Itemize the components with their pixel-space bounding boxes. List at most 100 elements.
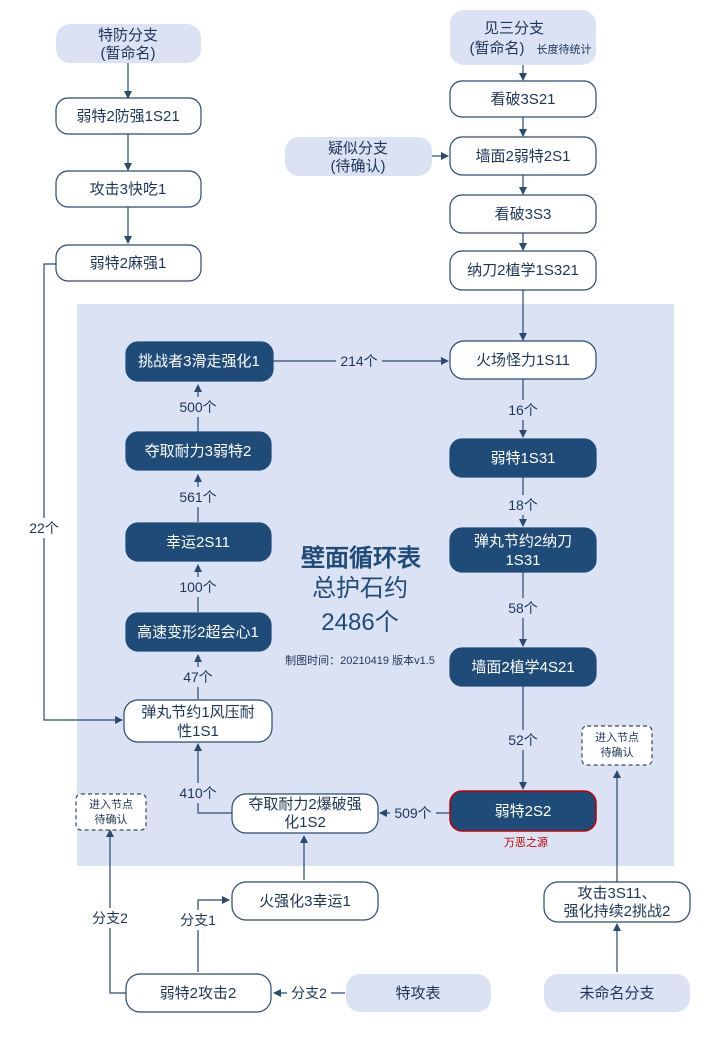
edge-label-509: 509个 xyxy=(390,803,436,823)
svg-text:弱特2S2: 弱特2S2 xyxy=(495,803,552,820)
svg-text:强化持续2挑战2: 强化持续2挑战2 xyxy=(564,903,671,920)
svg-text:100个: 100个 xyxy=(179,579,216,595)
edge-label-561: 561个 xyxy=(175,487,221,507)
node-duoqu2-baopo[interactable]: 夺取耐力2爆破强 化1S2 xyxy=(231,793,379,834)
svg-text:特攻表: 特攻表 xyxy=(395,985,440,1002)
svg-text:幸运2S11: 幸运2S11 xyxy=(166,534,230,551)
node-gongji3-s11[interactable]: 攻击3S11、 强化持续2挑战2 xyxy=(543,881,691,923)
panel-total: 2486个 xyxy=(321,609,398,636)
svg-text:500个: 500个 xyxy=(179,399,216,415)
svg-text:561个: 561个 xyxy=(179,489,216,505)
node-huochang[interactable]: 火场怪力1S11 xyxy=(449,340,597,380)
svg-text:性1S1: 性1S1 xyxy=(177,723,219,740)
svg-text:1S31: 1S31 xyxy=(505,552,540,569)
svg-text:进入节点: 进入节点 xyxy=(595,731,639,744)
edge-label-branch1: 分支1 xyxy=(176,910,220,930)
svg-text:见三分支: 见三分支 xyxy=(484,20,544,37)
node-tiaozhan3[interactable]: 挑战者3滑走强化1 xyxy=(125,341,274,382)
svg-text:火场怪力1S11: 火场怪力1S11 xyxy=(476,352,570,369)
node-duoqu3-ruote2[interactable]: 夺取耐力3弱特2 xyxy=(125,431,272,471)
svg-text:弱特2攻击2: 弱特2攻击2 xyxy=(160,985,237,1002)
node-qiangmian2-ruote2[interactable]: 墙面2弱特2S1 xyxy=(449,136,597,176)
node-qiangmian2-zhixue4[interactable]: 墙面2植学4S21 xyxy=(449,647,597,687)
svg-text:214个: 214个 xyxy=(340,353,377,369)
edge-ruote2gongji2-huoqiang xyxy=(197,896,230,972)
edge-label-410: 410个 xyxy=(175,783,221,803)
svg-text:弱特1S31: 弱特1S31 xyxy=(490,450,555,467)
edge-label-100: 100个 xyxy=(175,577,221,597)
node-tefang-branch[interactable]: 特防分支 (暂命名) xyxy=(56,24,201,63)
svg-text:看破3S3: 看破3S3 xyxy=(495,206,552,223)
svg-text:待确认: 待确认 xyxy=(95,812,128,826)
node-kanpo3-s3[interactable]: 看破3S3 xyxy=(449,194,597,234)
svg-text:410个: 410个 xyxy=(179,785,216,801)
svg-text:墙面2弱特2S1: 墙面2弱特2S1 xyxy=(475,148,570,165)
edge-duoqu2-danwan1 xyxy=(194,743,232,814)
svg-text:47个: 47个 xyxy=(183,669,213,685)
svg-text:(暂命名): (暂命名) xyxy=(470,39,525,57)
node-pending-right[interactable]: 进入节点 待确认 xyxy=(581,725,653,766)
edge-maqiang-danwan1 xyxy=(43,263,123,724)
node-danwan1-fengya[interactable]: 弹丸节约1风压耐 性1S1 xyxy=(123,699,273,743)
svg-text:纳刀2植学1S321: 纳刀2植学1S321 xyxy=(467,262,579,279)
node-tegong[interactable]: 特攻表 xyxy=(346,974,491,1012)
svg-text:化1S2: 化1S2 xyxy=(284,814,326,831)
panel-title: 壁面循环表 xyxy=(301,544,422,572)
svg-text:进入节点: 进入节点 xyxy=(89,798,133,811)
svg-text:16个: 16个 xyxy=(508,402,538,418)
svg-text:高速变形2超会心1: 高速变形2超会心1 xyxy=(137,624,259,641)
svg-text:52个: 52个 xyxy=(508,732,538,748)
svg-text:弱特2防强1S21: 弱特2防强1S21 xyxy=(76,108,179,125)
node-weiming[interactable]: 未命名分支 xyxy=(544,974,690,1012)
node-ruote1-s31[interactable]: 弱特1S31 xyxy=(449,438,597,478)
edge-label-47: 47个 xyxy=(178,667,218,687)
svg-text:特防分支: 特防分支 xyxy=(98,27,158,44)
node-yisi-branch[interactable]: 疑似分支 (待确认) xyxy=(285,137,432,176)
svg-text:未命名分支: 未命名分支 xyxy=(579,984,654,1002)
edge-label-branch2-left: 分支2 xyxy=(88,908,132,928)
svg-text:分支2: 分支2 xyxy=(92,910,128,926)
svg-text:挑战者3滑走强化1: 挑战者3滑走强化1 xyxy=(138,353,260,370)
svg-text:夺取耐力3弱特2: 夺取耐力3弱特2 xyxy=(145,443,252,460)
svg-text:看破3S21: 看破3S21 xyxy=(490,91,555,108)
svg-text:墙面2植学4S21: 墙面2植学4S21 xyxy=(471,659,574,676)
edge-label-500: 500个 xyxy=(175,397,221,417)
edge-label-18: 18个 xyxy=(504,495,544,515)
svg-text:58个: 58个 xyxy=(508,600,538,616)
svg-text:(暂命名): (暂命名) xyxy=(101,44,156,62)
svg-text:弹丸节约1风压耐: 弹丸节约1风压耐 xyxy=(141,704,254,721)
node-pending-left[interactable]: 进入节点 待确认 xyxy=(75,793,147,831)
node-huoqiang3-xingyun1[interactable]: 火强化3幸运1 xyxy=(231,881,379,921)
svg-text:(待确认): (待确认) xyxy=(331,158,386,175)
svg-text:攻击3S11、: 攻击3S11、 xyxy=(578,885,657,902)
edge-label-58: 58个 xyxy=(504,598,544,618)
edge-label-16: 16个 xyxy=(504,400,544,420)
node-gaosu2[interactable]: 高速变形2超会心1 xyxy=(125,612,272,652)
node-gongji3-kuaichi1[interactable]: 攻击3快吃1 xyxy=(55,170,202,208)
node-nadao2-zhixue1[interactable]: 纳刀2植学1S321 xyxy=(449,250,597,291)
node-ruote2-s2[interactable]: 弱特2S2 xyxy=(449,790,597,832)
edge-ruote2gongji2-pending xyxy=(106,829,126,994)
edge-label-branch2-bottom: 分支2 xyxy=(287,983,331,1003)
panel-subtitle: 总护石约 xyxy=(312,575,408,602)
svg-text:22个: 22个 xyxy=(29,520,59,536)
svg-text:弹丸节约2纳刀: 弹丸节约2纳刀 xyxy=(474,533,572,550)
svg-text:攻击3快吃1: 攻击3快吃1 xyxy=(90,181,167,198)
node-xingyun2[interactable]: 幸运2S11 xyxy=(125,522,272,562)
svg-text:火强化3幸运1: 火强化3幸运1 xyxy=(259,893,351,910)
edge-label-22: 22个 xyxy=(22,518,66,538)
node-ruote2-maqiang1[interactable]: 弱特2麻强1 xyxy=(55,244,202,282)
node-jiansan-branch[interactable]: 见三分支 (暂命名) 长度待统计 xyxy=(450,10,596,65)
node-danwan2-nadao[interactable]: 弹丸节约2纳刀 1S31 xyxy=(449,527,597,573)
edge-label-214: 214个 xyxy=(336,351,382,371)
node-ruote2-gongji2[interactable]: 弱特2攻击2 xyxy=(125,973,272,1013)
node-kanpo3-s21[interactable]: 看破3S21 xyxy=(449,80,597,118)
svg-text:弱特2麻强1: 弱特2麻强1 xyxy=(90,255,167,272)
svg-text:待确认: 待确认 xyxy=(601,745,634,759)
svg-text:分支2: 分支2 xyxy=(291,985,327,1001)
svg-text:18个: 18个 xyxy=(508,497,538,513)
svg-text:夺取耐力2爆破强: 夺取耐力2爆破强 xyxy=(248,796,361,813)
panel-meta: 制图时间：20210419 版本v1.5 xyxy=(285,653,435,667)
node-ruote2-fangqiang1[interactable]: 弱特2防强1S21 xyxy=(55,97,202,135)
